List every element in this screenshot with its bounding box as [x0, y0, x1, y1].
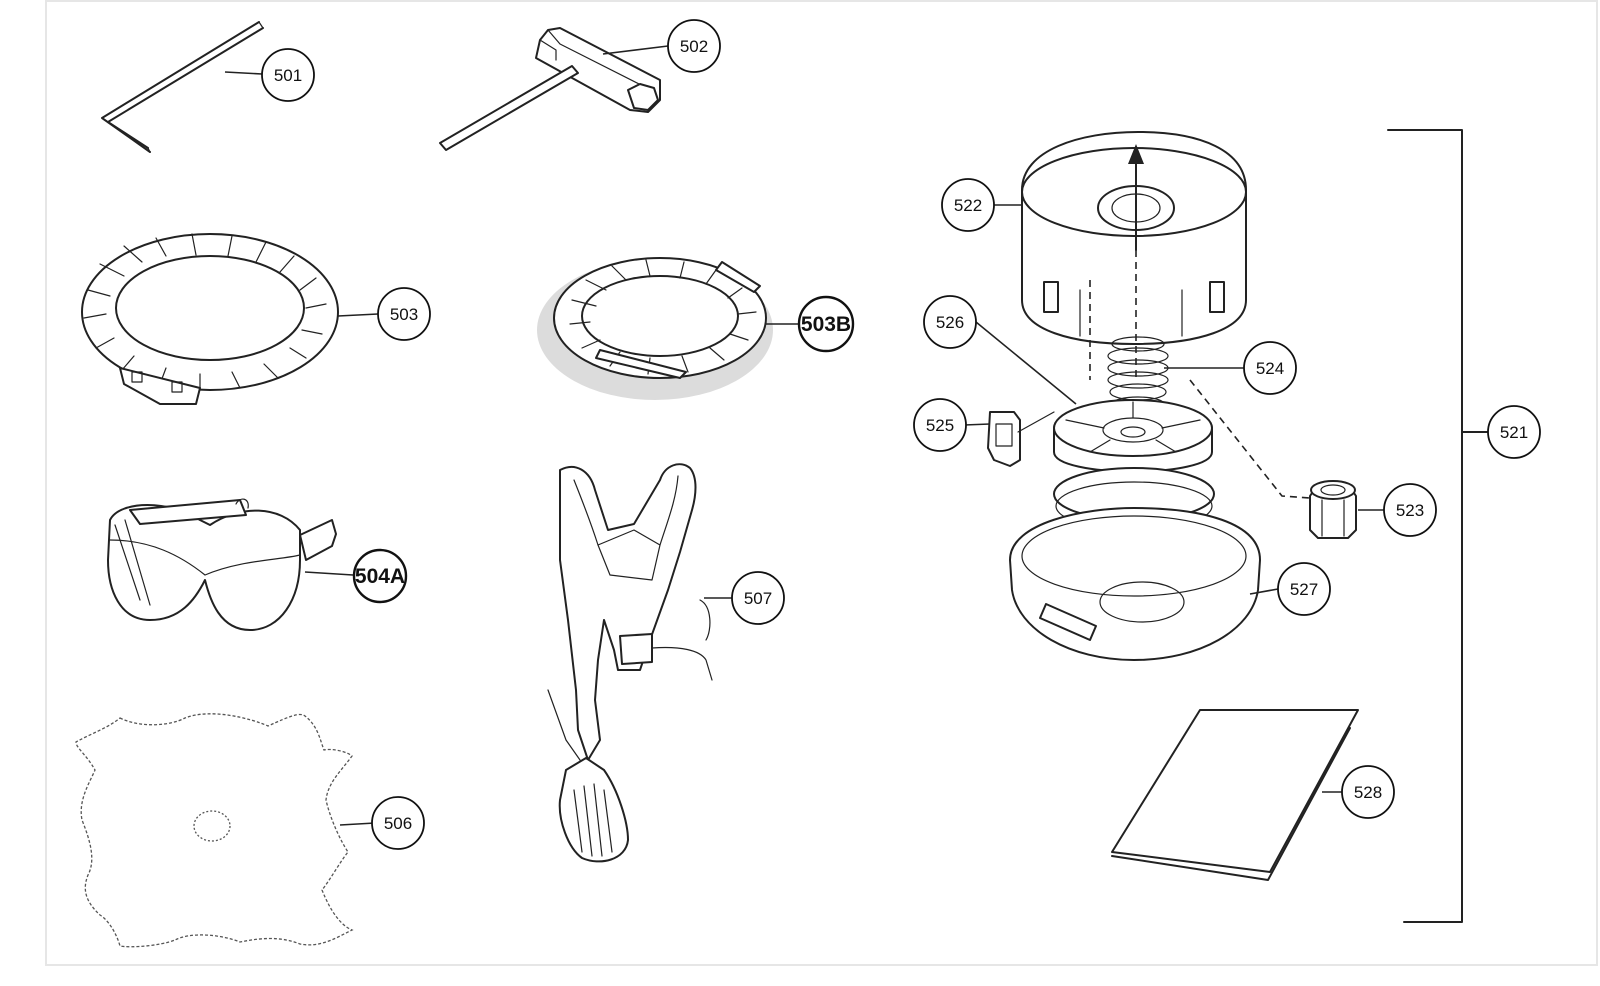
- callout-526: 526: [923, 295, 977, 349]
- callout-label-521: 521: [1500, 423, 1528, 442]
- callout-528: 528: [1341, 765, 1395, 819]
- callout-label-502: 502: [680, 37, 708, 56]
- callout-524: 524: [1243, 341, 1297, 395]
- callout-504a: 504A: [352, 548, 408, 604]
- cutting-blade-drawing: [75, 713, 354, 948]
- spark-plug-wrench-drawing: [439, 27, 661, 151]
- callout-label-523: 523: [1396, 501, 1424, 520]
- callout-503b: 503B: [797, 295, 855, 353]
- callout-523: 523: [1383, 483, 1437, 537]
- callout-label-503: 503: [390, 305, 418, 324]
- harness-ring-drawing: [81, 233, 339, 405]
- diagram-frame: [45, 0, 1598, 966]
- callout-522: 522: [941, 178, 995, 232]
- callout-506: 506: [371, 796, 425, 850]
- callout-label-526: 526: [936, 313, 964, 332]
- callout-503: 503: [377, 287, 431, 341]
- callout-label-507: 507: [744, 589, 772, 608]
- callout-507: 507: [731, 571, 785, 625]
- shoulder-harness-drawing: [547, 463, 713, 863]
- callout-label-501: 501: [274, 66, 302, 85]
- callout-label-506: 506: [384, 814, 412, 833]
- safety-glasses-drawing: [107, 498, 337, 631]
- callout-label-522: 522: [954, 196, 982, 215]
- callout-label-525: 525: [926, 416, 954, 435]
- callout-label-527: 527: [1290, 580, 1318, 599]
- callout-501: 501: [261, 48, 315, 102]
- instruction-manual-drawing: [1111, 709, 1359, 881]
- callout-525: 525: [913, 398, 967, 452]
- callout-label-504a: 504A: [355, 565, 405, 588]
- hex-key-drawing: [101, 21, 264, 153]
- callout-label-503b: 503B: [801, 313, 851, 336]
- callout-label-528: 528: [1354, 783, 1382, 802]
- callout-521: 521: [1487, 405, 1541, 459]
- callout-502: 502: [667, 19, 721, 73]
- assembly-bracket: [1387, 129, 1489, 923]
- callout-527: 527: [1277, 562, 1331, 616]
- trimmer-head-assembly-drawing: [987, 131, 1357, 661]
- plate-ring-drawing: [537, 257, 773, 400]
- callout-label-524: 524: [1256, 359, 1284, 378]
